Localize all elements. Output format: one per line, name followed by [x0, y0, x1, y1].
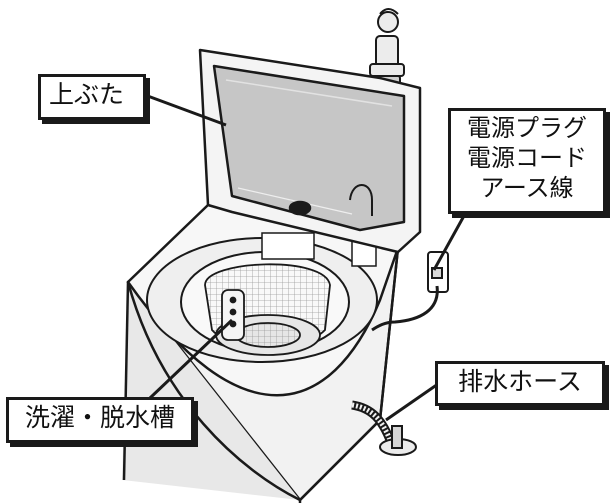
lid-label: 上ぶた	[38, 74, 146, 120]
wash-basket	[204, 263, 331, 356]
power-outlet-icon	[427, 251, 449, 293]
power-label: 電源プラグ 電源コード アース線	[448, 108, 606, 214]
tub-label-text: 洗濯・脱水槽	[24, 403, 175, 432]
leader-lines	[144, 93, 467, 422]
ground-wire-label-text: アース線	[480, 174, 574, 202]
lid-label-text: 上ぶた	[49, 80, 125, 109]
leader-power	[432, 213, 467, 271]
control-panel	[261, 232, 315, 260]
faucet-icon	[369, 8, 405, 87]
power-cord-label-text: 電源コード	[467, 144, 587, 172]
drain-hose-label-text: 排水ホース	[458, 367, 582, 396]
drain-hose	[351, 400, 417, 456]
power-plug-label-text: 電源プラグ	[467, 114, 587, 142]
leader-lid	[144, 93, 227, 127]
leader-hose	[385, 382, 439, 422]
tub-label: 洗濯・脱水槽	[6, 397, 194, 443]
lid	[198, 48, 422, 254]
leader-tub	[148, 318, 234, 400]
power-cord	[371, 285, 439, 332]
drain-hose-label: 排水ホース	[435, 361, 605, 406]
